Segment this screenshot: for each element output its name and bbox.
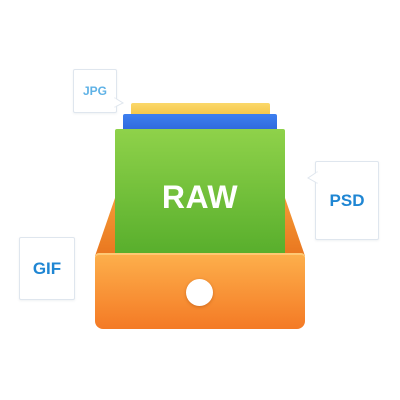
bubble-tail-icon	[114, 97, 125, 108]
jpg-tag-label: JPG	[82, 84, 107, 98]
drawer-knob-icon	[186, 279, 213, 306]
psd-tag-label: PSD	[329, 190, 365, 210]
gif-tag-label: GIF	[32, 258, 62, 278]
psd-format-tag: PSD	[307, 161, 379, 240]
jpg-format-tag: JPG	[73, 69, 125, 113]
raw-file-label: RAW	[161, 179, 239, 215]
raw-file: RAW	[115, 129, 285, 259]
bubble-tail-icon	[307, 171, 318, 184]
gif-format-tag: GIF	[19, 237, 75, 300]
file-drawer-icon	[95, 253, 305, 329]
